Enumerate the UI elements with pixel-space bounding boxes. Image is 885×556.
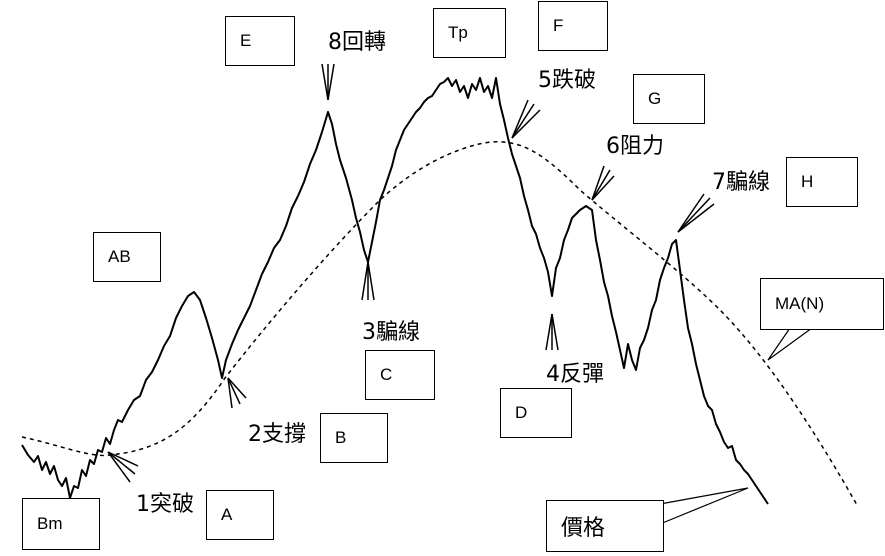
box-a: A [206,490,274,540]
signal-6-label: 6阻力 [606,134,664,159]
box-c: C [365,350,435,400]
box-tp: Tp [433,8,506,58]
price-line [21,77,769,505]
box-f: F [538,1,608,51]
signal-arrows [107,63,715,483]
signal-1-label: 1突破 [136,492,194,517]
moving-average-curve [21,141,858,506]
box-bm: Bm [22,498,100,550]
box-h: H [786,157,858,207]
signal-7-label: 7騙線 [712,170,770,195]
box-ab: AB [93,232,161,282]
callout-pointers [659,327,813,525]
box-g: G [633,74,705,124]
box-e: E [225,16,295,66]
box-price: 價格 [546,500,664,552]
signal-4-label: 4反彈 [546,362,604,387]
signal-3-label: 3騙線 [362,320,420,345]
signal-5-label: 5跌破 [538,68,596,93]
signal-8-label: 8回轉 [328,30,386,55]
box-d: D [500,388,572,438]
signal-2-label: 2支撐 [248,422,306,447]
box-b: B [320,413,388,463]
box-ma: MA(N) [760,278,884,330]
